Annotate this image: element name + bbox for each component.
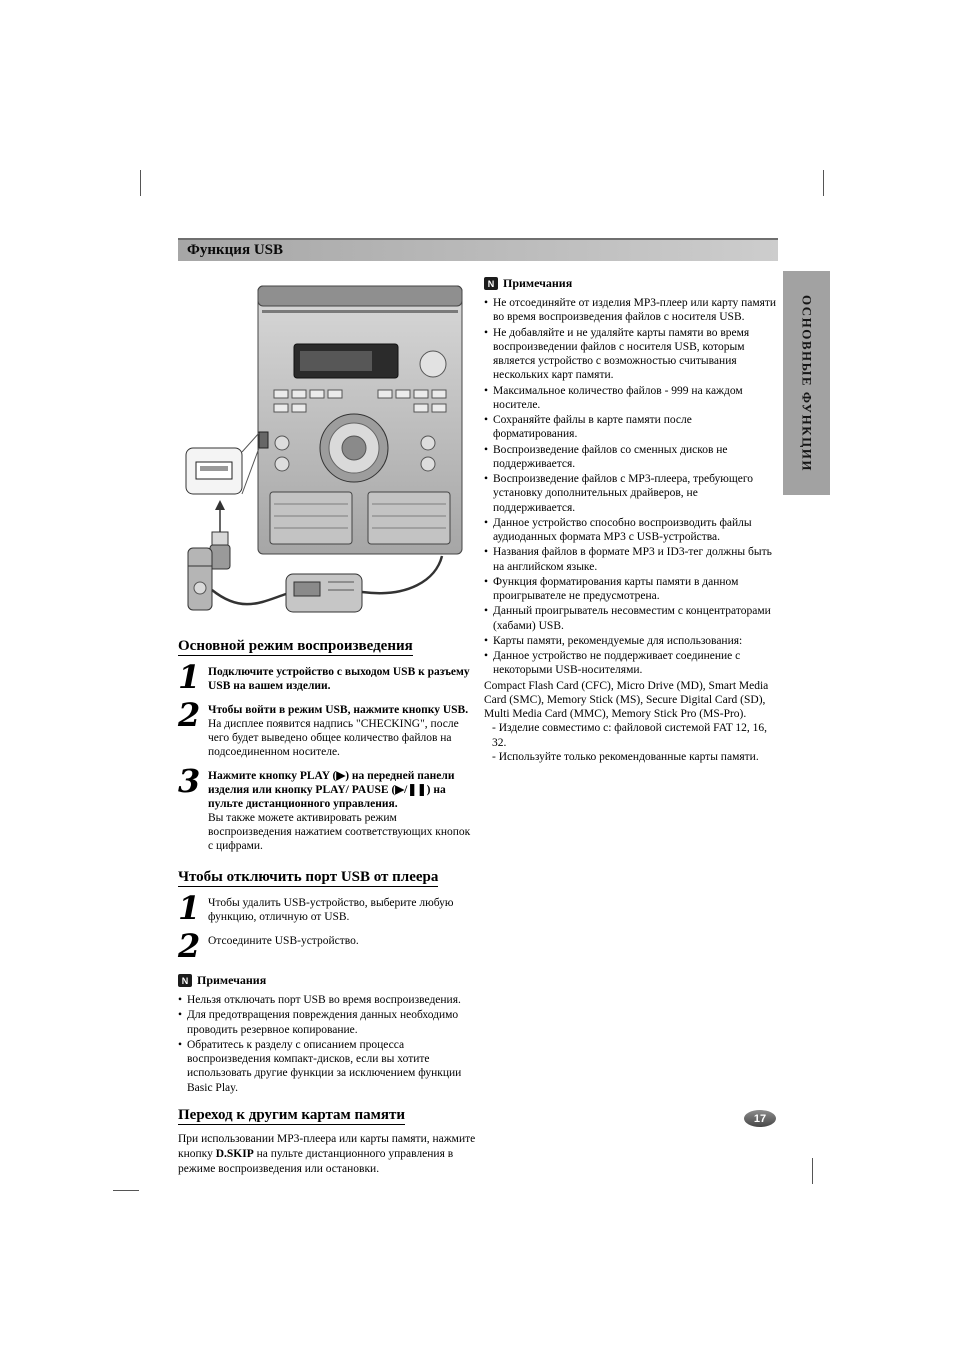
- section-header-bar: Функция USB: [178, 238, 778, 261]
- page-title: Функция USB: [187, 242, 283, 258]
- right-notes-title: Примечания: [503, 276, 573, 290]
- page-number-badge: 17: [744, 1110, 776, 1127]
- list-item: •Не добавляйте и не удаляйте карты памят…: [484, 326, 750, 382]
- list-item: •Карты памяти, рекомендуемые для использ…: [484, 634, 743, 647]
- chapter-side-tab: ОСНОВНЫЕ ФУНКЦИИ: [783, 271, 830, 495]
- step-text: Чтобы удалить USB-устройство, выберите л…: [208, 897, 454, 924]
- list-item: •Сохраняйте файлы в карте памяти после ф…: [484, 414, 692, 441]
- list-item: •Функция форматирования карты памяти в д…: [484, 575, 739, 602]
- list-item: •Не отсоединяйте от изделия MP3-плеер ил…: [484, 297, 777, 324]
- page-number: 17: [753, 1112, 767, 1125]
- left-notes-title: Примечания: [197, 973, 267, 988]
- left-notes-heading: N Примечания: [178, 973, 478, 988]
- usb-plug: [209, 500, 231, 570]
- right-notes-heading: N Примечания: [484, 276, 778, 291]
- right-notes-list: •Не отсоединяйте от изделия MP3-плеер ил…: [484, 296, 778, 678]
- step-number: 1: [178, 889, 201, 928]
- list-item: •Обратитесь к разделу с описанием процес…: [178, 1038, 462, 1094]
- memory-section-title: Переход к другим картам памяти: [178, 1106, 405, 1125]
- list-item: •Максимальное количество файлов - 999 на…: [484, 384, 743, 411]
- playback-section-title: Основной режим воспроизведения: [178, 638, 413, 656]
- step-text: Вы также можете активировать режим воспр…: [208, 812, 471, 853]
- list-item: •Данное устройство способно воспроизводи…: [484, 516, 752, 543]
- memory-section-paragraph: При использовании MP3-плеера или карты п…: [178, 1132, 476, 1175]
- list-item: •Названия файлов в формате MP3 и ID3-тег…: [484, 546, 772, 573]
- step-text-bold: Подключите устройство с выходом USB к ра…: [208, 666, 470, 693]
- step-text-bold: Чтобы войти в режим USB, нажмите кнопку …: [208, 704, 469, 717]
- list-item: •Воспроизведение файлов со сменных диско…: [484, 443, 728, 470]
- list-item: •Воспроизведение файлов с MP3-плеера, тр…: [484, 473, 754, 514]
- note-icon: N: [178, 974, 192, 988]
- playback-step-2: 2 Чтобы войти в режим USB, нажмите кнопк…: [178, 696, 478, 759]
- usb-flash-drive: [187, 547, 213, 611]
- disconnect-step-2: 2 Отсоедините USB-устройство.: [178, 927, 478, 966]
- stereo-unit: [257, 285, 463, 555]
- chapter-side-tab-label: ОСНОВНЫЕ ФУНКЦИИ: [799, 294, 815, 472]
- usb-cables: [211, 555, 444, 606]
- compatibility-line: - Изделие совместимо с: файловой системо…: [492, 722, 768, 749]
- step-text: На дисплее появится надпись "CHECKING", …: [208, 718, 459, 759]
- disconnect-step-1: 1 Чтобы удалить USB-устройство, выберите…: [178, 889, 478, 928]
- list-item: •Для предотвращения повреждения данных н…: [178, 1009, 459, 1036]
- list-item: •Данное устройство не поддерживает соеди…: [484, 650, 741, 677]
- step-number: 2: [178, 696, 201, 735]
- supported-cards-paragraph: Compact Flash Card (CFC), Micro Drive (M…: [484, 679, 769, 721]
- step-number: 2: [178, 927, 201, 966]
- playback-step-3: 3 Нажмите кнопку PLAY (▶) на передней па…: [178, 762, 478, 853]
- crop-mark: [140, 170, 141, 196]
- crop-mark: [823, 170, 824, 196]
- disconnect-section-title: Чтобы отключить порт USB от плеера: [178, 869, 439, 888]
- step-text-bold: Нажмите кнопку PLAY (▶) на передней пане…: [208, 770, 455, 811]
- step-number: 1: [178, 658, 201, 696]
- crop-mark: [812, 1158, 813, 1184]
- dskip-button-label: D.SKIP: [215, 1147, 254, 1160]
- list-item: •Данный проигрыватель несовместим с конц…: [484, 605, 771, 632]
- usb-port-callout: [185, 432, 260, 495]
- list-item: •Нельзя отключать порт USB во время восп…: [178, 994, 461, 1007]
- left-column: Основной режим воспроизведения 1 Подключ…: [178, 638, 478, 1177]
- usb-port: [258, 431, 269, 449]
- crop-mark: [113, 1190, 139, 1191]
- stereo-illustration: [182, 280, 472, 640]
- stereo-illustration-svg: [185, 285, 463, 613]
- step-number: 3: [178, 762, 201, 801]
- left-notes-list: •Нельзя отключать порт USB во время восп…: [178, 993, 478, 1095]
- card-reader: [285, 573, 363, 613]
- recommendation-line: - Используйте только рекомендованные кар…: [492, 750, 759, 763]
- step-text: Отсоедините USB-устройство.: [208, 935, 359, 948]
- playback-step-1: 1 Подключите устройство с выходом USB к …: [178, 658, 478, 696]
- right-column: N Примечания •Не отсоединяйте от изделия…: [484, 276, 778, 764]
- note-icon: N: [484, 277, 498, 290]
